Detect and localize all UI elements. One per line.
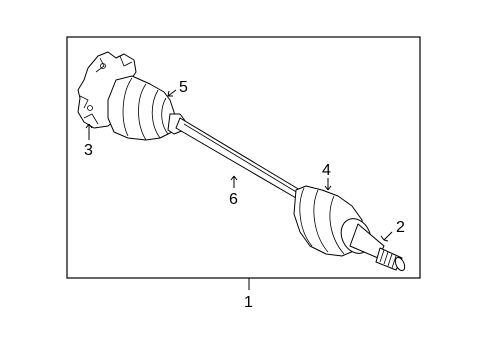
- leader-2: [383, 231, 393, 241]
- leader-2-arrow: [380, 235, 389, 242]
- inner-joint-housing: [77, 51, 137, 129]
- leader-3-arrow: [85, 123, 93, 129]
- callout-6: 6: [229, 191, 238, 208]
- callout-5: 5: [179, 79, 188, 96]
- callout-4: 4: [322, 162, 331, 179]
- outer-joint-spindle: [340, 218, 406, 272]
- callout-1: 1: [244, 294, 253, 311]
- callout-2: 2: [396, 219, 405, 236]
- leader-5-arrow: [167, 90, 173, 97]
- leader-4-arrow: [324, 185, 332, 191]
- leader-5: [167, 89, 177, 97]
- callout-3: 3: [84, 142, 93, 159]
- leader-6-arrow: [230, 175, 238, 181]
